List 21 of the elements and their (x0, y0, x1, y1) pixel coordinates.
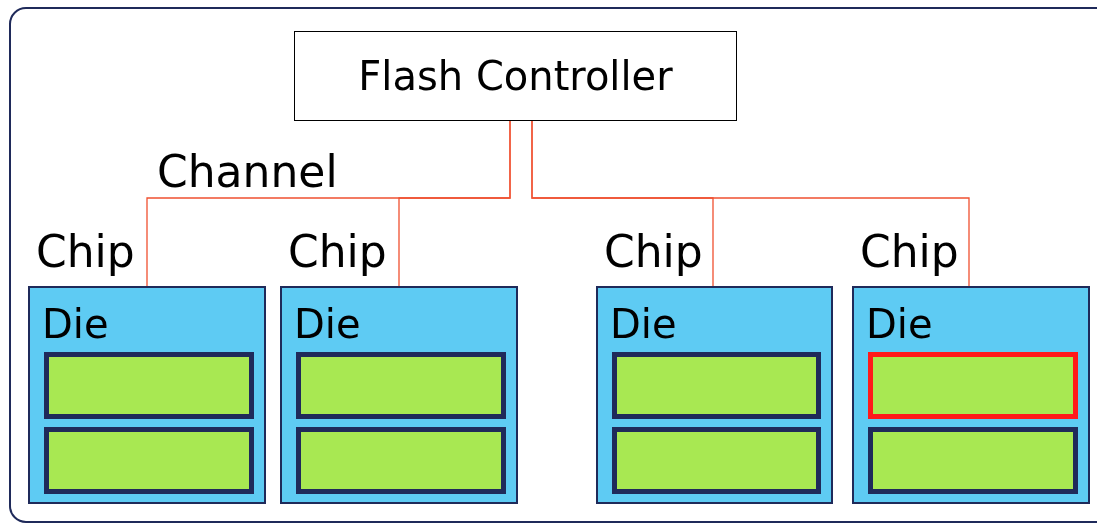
controller-box (294, 31, 737, 121)
chip-label: Chip (288, 230, 387, 274)
channel-label: Channel (157, 150, 338, 194)
die-label: Die (42, 304, 109, 344)
die-label: Die (294, 304, 361, 344)
die-label: Die (610, 304, 677, 344)
block-box (44, 352, 254, 419)
block-box (612, 427, 821, 494)
chip-label: Chip (860, 230, 959, 274)
highlighted-block-box (868, 352, 1078, 419)
block-box (44, 427, 254, 494)
channel-line (531, 120, 970, 287)
channel-line (398, 120, 511, 287)
die-label: Die (866, 304, 933, 344)
chip-label: Chip (36, 230, 135, 274)
block-box (296, 352, 506, 419)
block-box (296, 427, 506, 494)
block-box (612, 352, 821, 419)
chip-label: Chip (604, 230, 703, 274)
block-box (868, 427, 1078, 494)
controller-label: Flash Controller (358, 53, 673, 99)
